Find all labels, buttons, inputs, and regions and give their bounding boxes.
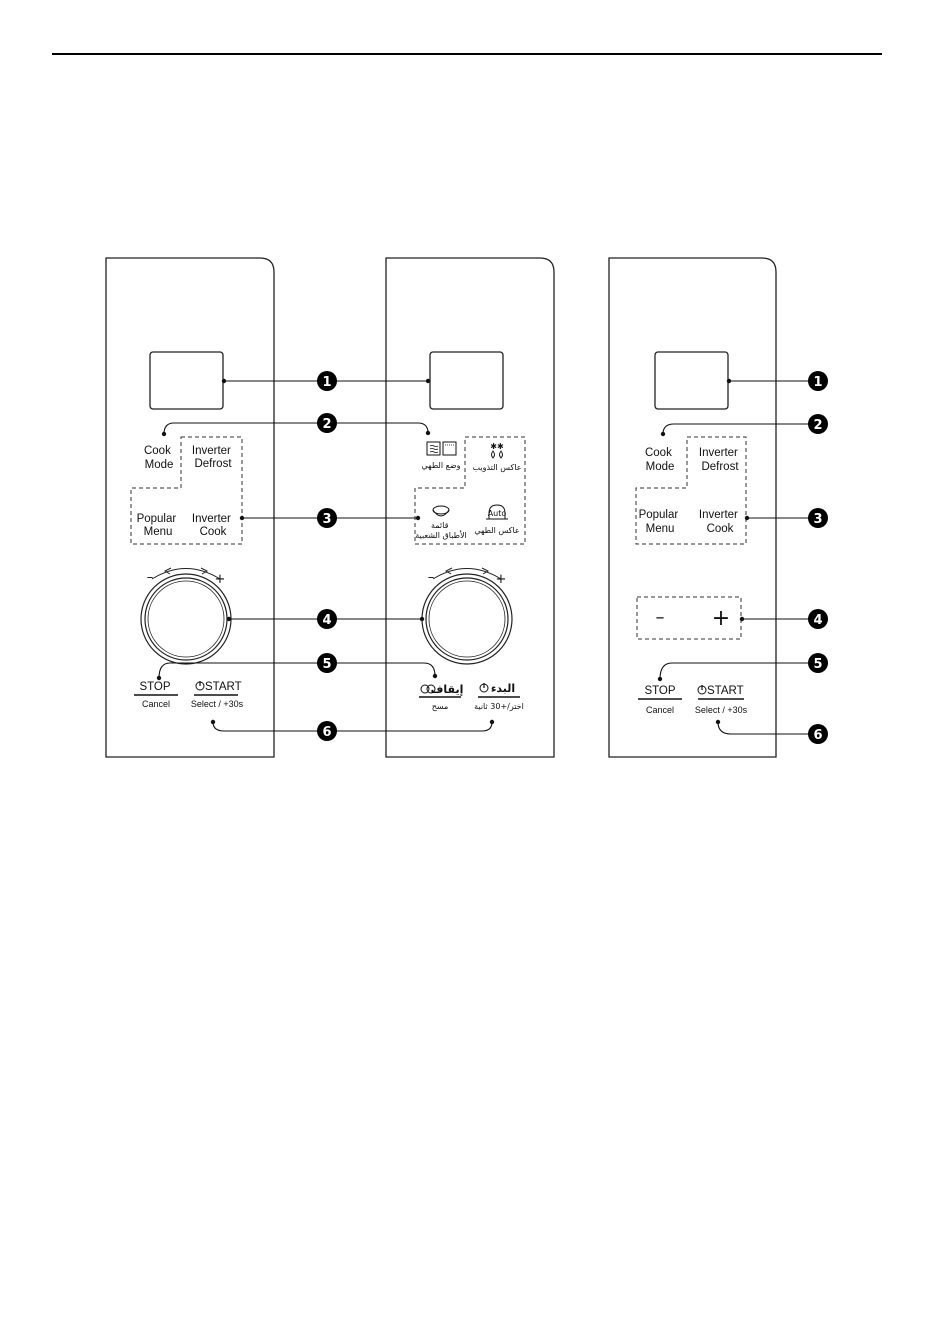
callout-6: 6 — [808, 724, 828, 744]
svg-text:5: 5 — [813, 657, 822, 672]
panel-left: Cook Mode Inverter Defrost Popular Menu … — [105, 257, 275, 758]
start-icon — [697, 685, 707, 695]
svg-text:3: 3 — [813, 512, 822, 527]
leader-lines — [158, 380, 818, 735]
cook-mode-button[interactable]: Cook Mode — [645, 447, 675, 473]
svg-text:4: 4 — [813, 613, 822, 628]
popular-menu-button[interactable]: Popular Menu — [639, 509, 682, 535]
button-group-outline — [414, 436, 526, 545]
start-button[interactable]: البدء — [491, 682, 515, 695]
button-group-outline — [635, 436, 747, 545]
callout-2: 2 — [317, 413, 337, 433]
dial-minus-label: – — [147, 570, 154, 585]
callout-1: 1 — [317, 371, 337, 391]
display-screen — [429, 351, 504, 410]
button-group-outline — [130, 436, 243, 545]
start-icon — [195, 681, 205, 691]
inverter-defrost-button[interactable]: عاكس التذويب — [473, 463, 522, 472]
leader-dots — [156, 378, 750, 725]
plus-minus-group-outline — [636, 596, 742, 640]
display-screen — [149, 351, 224, 410]
inverter-defrost-button[interactable]: Inverter Defrost — [699, 447, 741, 473]
callout-3: 3 — [808, 508, 828, 528]
start-button[interactable]: START — [707, 685, 744, 697]
svg-text:1: 1 — [322, 375, 331, 390]
dial-knob[interactable] — [421, 567, 513, 665]
callout-1: 1 — [808, 371, 828, 391]
stop-button[interactable]: STOP — [644, 685, 675, 697]
cancel-label: Cancel — [142, 699, 170, 709]
svg-text:6: 6 — [813, 728, 822, 743]
callout-5: 5 — [808, 653, 828, 673]
panel-middle-outline — [385, 257, 555, 758]
cancel-label: Cancel — [646, 705, 674, 715]
select-label: Select / +30s — [695, 705, 748, 715]
svg-text:3: 3 — [322, 512, 331, 527]
stop-button[interactable]: إيقاف — [431, 683, 464, 696]
start-icon — [479, 683, 489, 693]
inverter-defrost-button[interactable]: Inverter Defrost — [192, 445, 234, 470]
svg-text:6: 6 — [322, 725, 331, 740]
callout-6: 6 — [317, 721, 337, 741]
dial-plus-label: + — [496, 572, 507, 587]
cook-mode-icon — [426, 441, 457, 456]
minus-button[interactable]: – — [656, 607, 665, 628]
stop-button[interactable]: STOP — [139, 681, 170, 693]
cook-mode-button[interactable]: وضع الطهي — [421, 461, 460, 470]
stop-icon — [420, 684, 436, 694]
inverter-cook-button[interactable]: Inverter Cook — [192, 513, 234, 538]
cook-mode-button[interactable]: Cook Mode — [144, 445, 174, 471]
popular-menu-button[interactable]: Popular Menu — [137, 513, 180, 538]
plus-button[interactable]: + — [712, 606, 730, 631]
panel-right: Cook Mode Inverter Defrost Popular Menu … — [608, 257, 777, 758]
popular-menu-icon — [432, 505, 450, 517]
display-screen — [654, 351, 729, 410]
svg-text:4: 4 — [322, 613, 331, 628]
svg-text:1: 1 — [813, 375, 822, 390]
svg-text:5: 5 — [322, 657, 331, 672]
auto-cook-icon — [486, 504, 508, 520]
callout-4: 4 — [317, 609, 337, 629]
dial-minus-label: – — [428, 570, 435, 585]
start-button[interactable]: START — [205, 681, 242, 693]
select-label: Select / +30s — [191, 699, 244, 709]
panel-left-outline — [105, 257, 275, 758]
svg-text:✱✱: ✱✱ — [490, 442, 504, 451]
svg-text:2: 2 — [322, 417, 331, 432]
callout-3: 3 — [317, 508, 337, 528]
callout-5: 5 — [317, 653, 337, 673]
callout-4: 4 — [808, 609, 828, 629]
callout-2: 2 — [808, 414, 828, 434]
defrost-icon: ✱✱ — [490, 442, 504, 459]
svg-text:2: 2 — [813, 418, 822, 433]
panel-middle: وضع الطهي ✱✱ عاكس التذويب قائمة الأطباق … — [385, 257, 555, 758]
dial-plus-label: + — [215, 572, 226, 587]
auto-label: Auto — [488, 509, 507, 518]
panel-right-outline — [608, 257, 777, 758]
inverter-cook-button[interactable]: عاكس الطهي — [474, 526, 519, 535]
inverter-cook-button[interactable]: Inverter Cook — [699, 509, 741, 535]
popular-menu-button[interactable]: قائمة الأطباق الشعبية — [415, 521, 467, 540]
cancel-label: مسح — [432, 702, 449, 711]
select-label: اختر/+30 ثانية — [474, 702, 524, 711]
